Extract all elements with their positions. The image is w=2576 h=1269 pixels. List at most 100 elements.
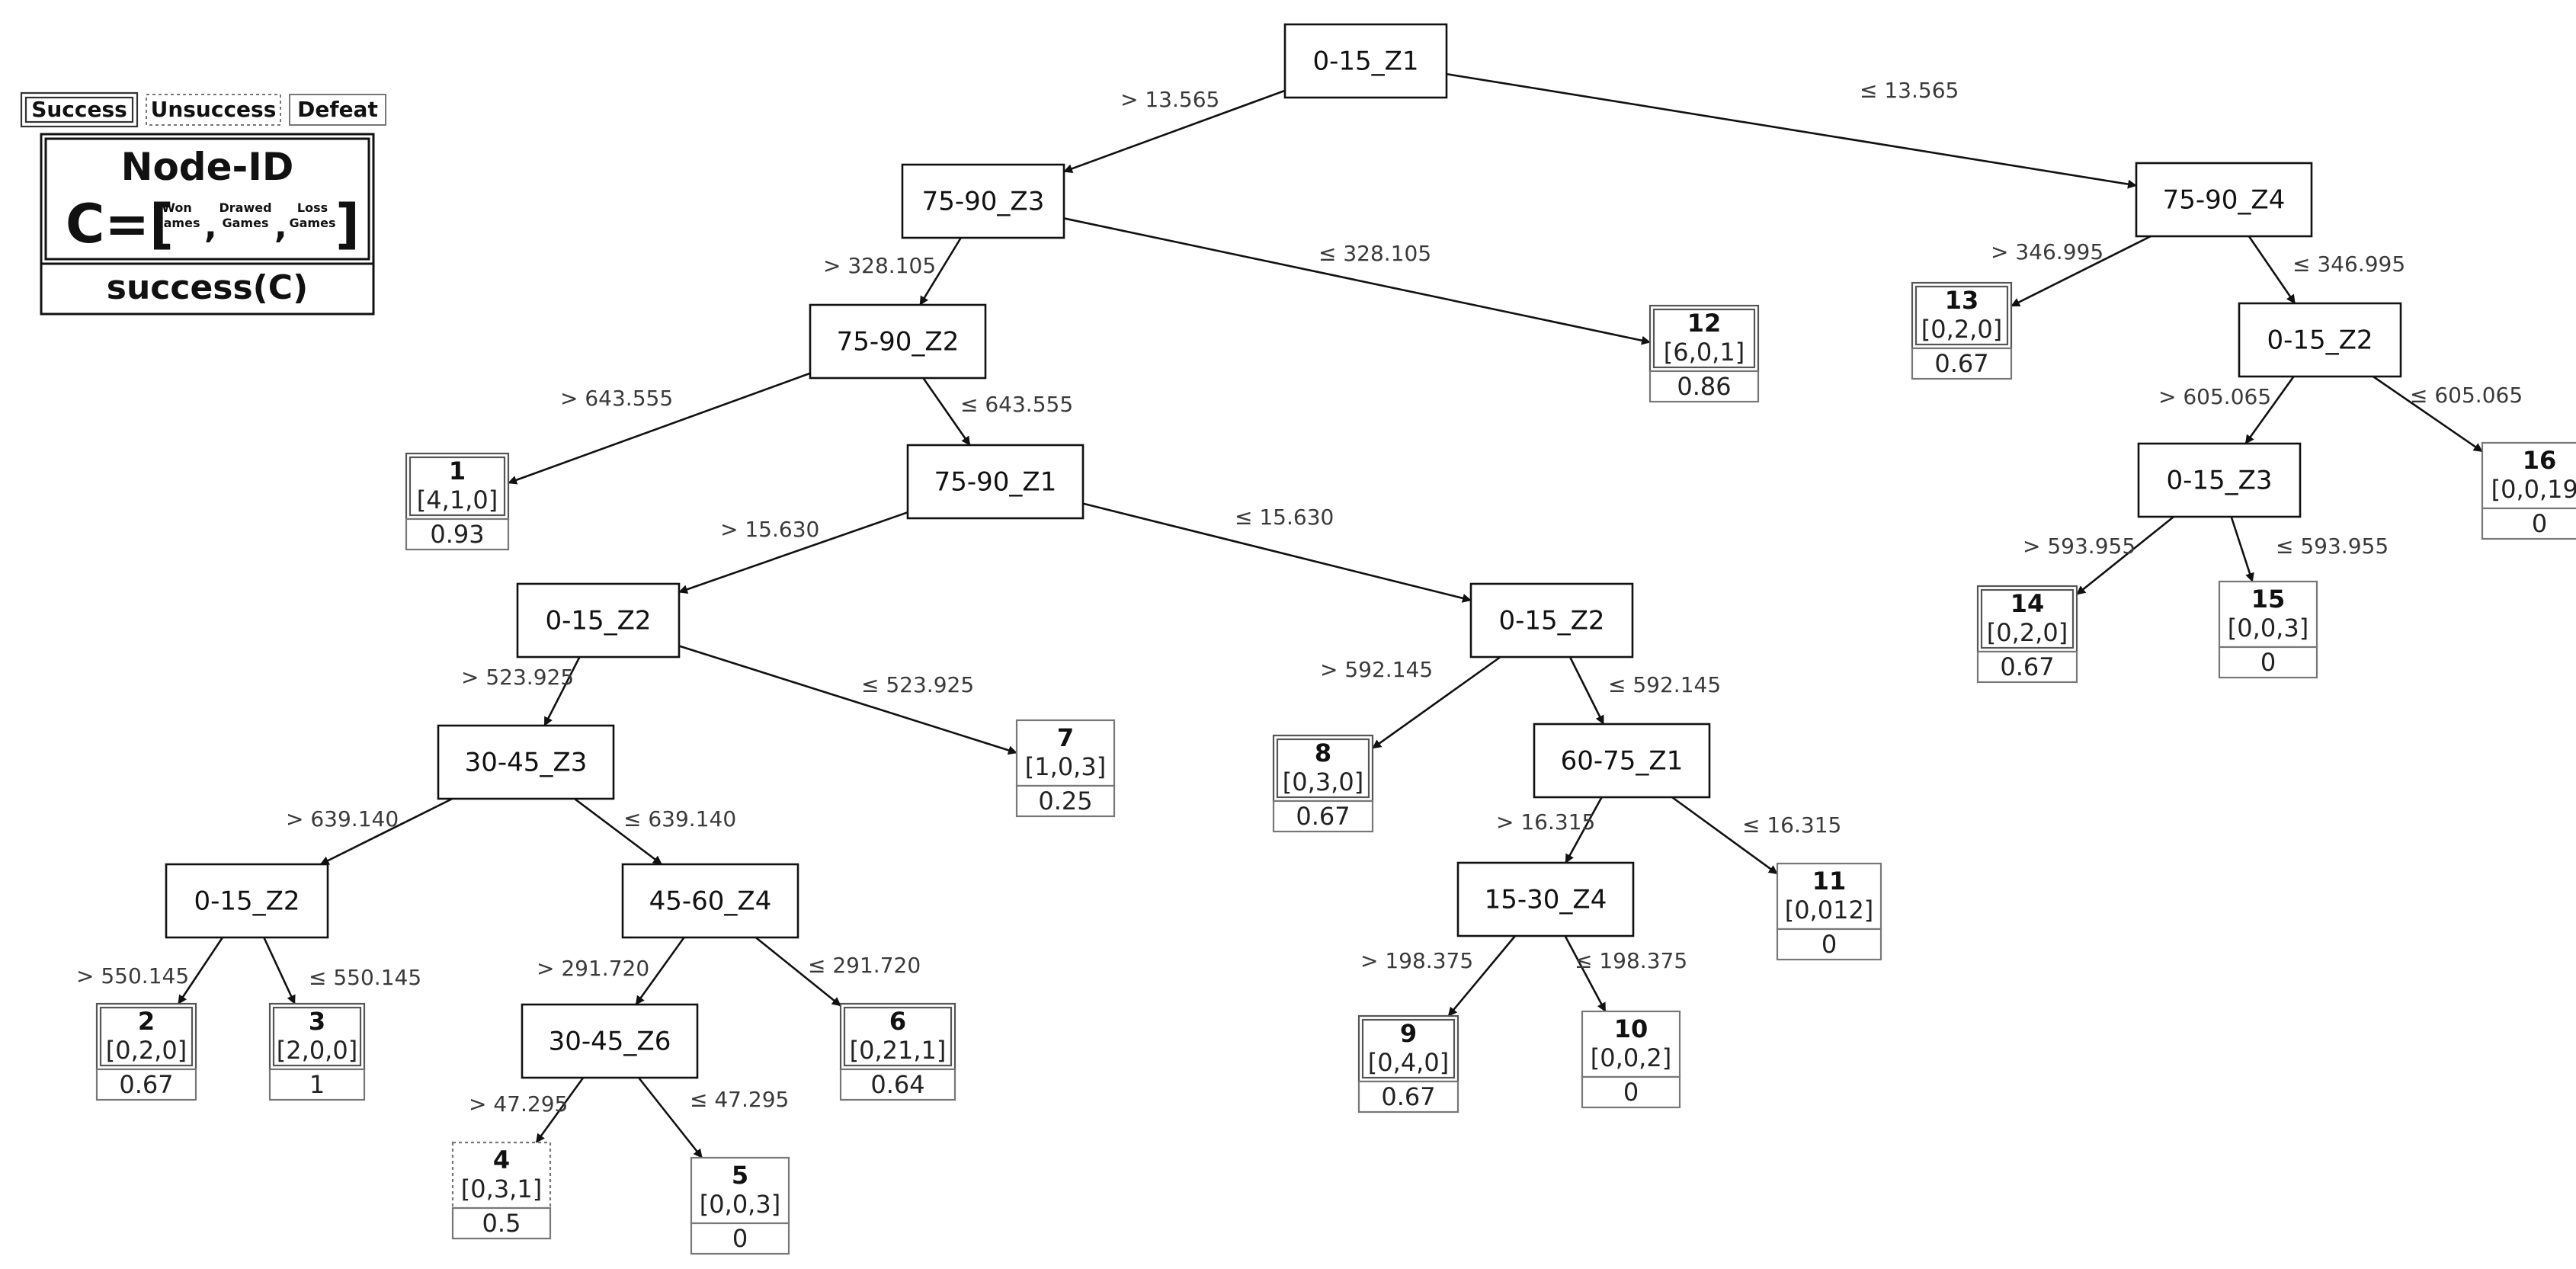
feature-node: 30-45_Z3 <box>437 724 615 800</box>
leaf-node-6: 6[0,21,1]0.64 <box>839 1002 956 1101</box>
edge-arrow <box>177 937 224 1005</box>
feature-node-box <box>521 1003 699 1079</box>
edge-threshold-label: ≤ 639.140 <box>623 806 736 832</box>
leaf-score-box <box>1648 370 1760 403</box>
feature-node-box <box>437 724 615 800</box>
leaf-node-id: 10 <box>1614 1014 1648 1043</box>
edge-threshold-label: > 639.140 <box>286 806 399 832</box>
leaf-node-11: 11[0,012]0 <box>1776 862 1882 961</box>
legend-node-id: Node-ID <box>121 145 294 189</box>
feature-node: 0-15_Z2 <box>165 863 329 939</box>
edge-arrow <box>508 372 811 485</box>
feature-node-box <box>901 163 1065 239</box>
edge-arrow <box>2244 376 2295 444</box>
feature-node: 0-15_Z3 <box>2137 442 2302 518</box>
edge-arrow <box>1446 72 2137 189</box>
leaf-node-inner-border <box>1914 285 2009 346</box>
feature-node-label: 0-15_Z2 <box>545 606 651 636</box>
leaf-node-success-score: 0.67 <box>1934 349 1988 378</box>
edge-threshold-label: > 643.555 <box>560 386 673 411</box>
edge-threshold-label: > 291.720 <box>537 956 649 981</box>
leaf-node-counts: [0,2,0] <box>1987 618 2068 647</box>
leaf-node-9: 9[0,4,0]0.67 <box>1357 1014 1459 1114</box>
leaf-node-inner-border <box>409 456 506 517</box>
leaf-score-box <box>268 1068 366 1101</box>
edge-arrow <box>2230 516 2254 582</box>
edge-arrow <box>574 797 662 866</box>
edge-arrow <box>678 511 908 594</box>
leaf-node-id: 15 <box>2251 585 2286 614</box>
leaf-node-id: 1 <box>449 457 466 485</box>
feature-node: 0-15_Z1 <box>1283 23 1448 99</box>
feature-node: 45-60_Z4 <box>621 863 799 939</box>
leaf-node-id: 12 <box>1687 309 1722 338</box>
feature-node-label: 0-15_Z2 <box>1498 606 1604 636</box>
leaf-score-box <box>839 1068 956 1101</box>
edge-arrow <box>2373 375 2483 453</box>
leaf-node-success-score: 0.25 <box>1038 787 1092 816</box>
feature-node: 75-90_Z2 <box>809 303 987 380</box>
feature-node-label: 75-90_Z3 <box>922 187 1045 217</box>
legend-c-suffix: ] <box>335 193 360 255</box>
leaf-node-box <box>690 1156 790 1225</box>
feature-node-box <box>2137 442 2302 518</box>
leaf-node-box <box>2218 580 2318 649</box>
leaf-node-success-score: 1 <box>309 1070 325 1099</box>
feature-node-label: 0-15_Z2 <box>194 886 300 917</box>
legend-col-loss-line1: Loss <box>297 200 328 215</box>
legend-col-won-line2: Games <box>154 216 200 230</box>
edge-threshold-label: ≤ 198.375 <box>1575 948 1687 973</box>
edge-arrow <box>1063 89 1286 173</box>
leaf-node-counts: [0,012] <box>1785 896 1874 925</box>
edge-arrow <box>637 1077 703 1158</box>
leaf-node-counts: [1,0,3] <box>1025 752 1106 781</box>
leaf-node-box <box>2481 441 2576 510</box>
leaf-score-box <box>1976 650 2078 684</box>
edge-arrow <box>2076 515 2174 595</box>
feature-node: 0-15_Z2 <box>1469 582 1634 659</box>
legend-category-success: Success <box>20 91 139 128</box>
feature-node: 30-45_Z6 <box>521 1003 699 1079</box>
leaf-node-id: 7 <box>1057 723 1074 752</box>
leaf-node-counts: [2,0,0] <box>277 1036 357 1065</box>
feature-node-label: 45-60_Z4 <box>649 886 772 917</box>
leaf-node-10: 10[0,0,2]0 <box>1581 1010 1681 1109</box>
leaf-node-success-score: 0.93 <box>430 520 484 549</box>
leaf-node-id: 14 <box>2010 589 2045 618</box>
edge-threshold-label: ≤ 643.555 <box>960 392 1073 417</box>
leaf-node-success-score: 0 <box>2532 509 2547 538</box>
leaf-node-7: 7[1,0,3] 0.25 <box>1015 719 1116 818</box>
leaf-score-box <box>690 1222 790 1255</box>
edge-arrow <box>678 645 1017 755</box>
feature-node-box <box>165 863 329 939</box>
edge-arrow <box>1372 655 1501 749</box>
edge-threshold-label: ≤ 592.145 <box>1608 672 1721 697</box>
edge-threshold-label: ≤ 346.995 <box>2292 252 2405 277</box>
leaf-node-15: 15[0,0,3]0 <box>2218 580 2318 679</box>
leaf-node-box <box>1015 719 1116 787</box>
leaf-node-counts: [4,1,0] <box>417 485 498 514</box>
edge-threshold-label: ≤ 13.565 <box>1860 78 1959 103</box>
edge-threshold-label: > 605.065 <box>2158 384 2271 409</box>
edge-arrow <box>1564 935 1607 1012</box>
leaf-node-box <box>1648 304 1760 373</box>
edge-arrow <box>2248 236 2296 304</box>
feature-node-label: 75-90_Z2 <box>837 327 960 357</box>
leaf-score-box <box>2481 507 2576 540</box>
leaf-node-inner-border <box>843 1006 953 1067</box>
feature-node: 75-90_Z1 <box>906 444 1085 520</box>
leaf-node-success-score: 0.64 <box>870 1070 924 1099</box>
edge-threshold-label: ≤ 15.630 <box>1235 505 1334 530</box>
leaf-node-success-score: 0.67 <box>119 1070 173 1099</box>
leaf-node-success-score: 0 <box>732 1224 748 1253</box>
leaf-node-inner-border <box>99 1006 194 1067</box>
leaf-node-id: 2 <box>138 1007 155 1036</box>
feature-node-label: 0-15_Z3 <box>2166 466 2272 496</box>
edge-arrow <box>1447 935 1516 1017</box>
legend-c-prefix: C=[ <box>66 193 174 255</box>
edge-threshold-label: ≤ 523.925 <box>861 672 974 697</box>
leaf-node-box <box>1581 1010 1681 1078</box>
feature-node: 75-90_Z3 <box>901 163 1065 239</box>
